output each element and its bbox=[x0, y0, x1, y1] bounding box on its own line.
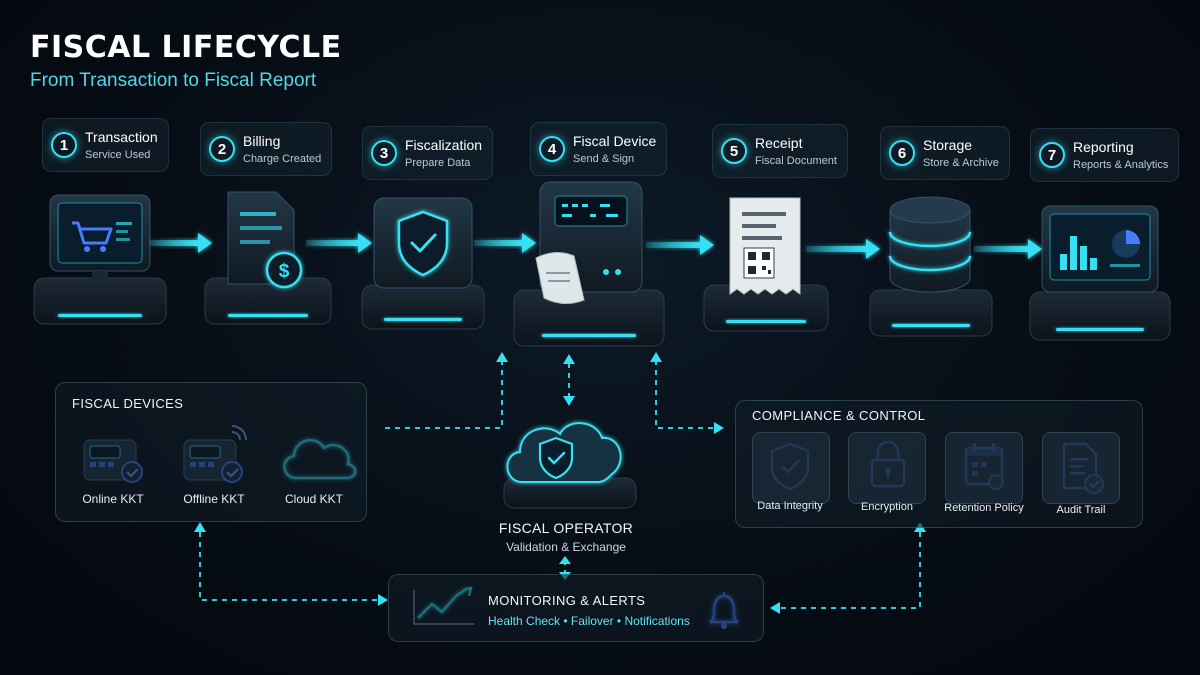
arrowhead-up-operator bbox=[563, 354, 575, 364]
monitoring-subtitle: Health Check • Failover • Notifications bbox=[488, 614, 690, 628]
step-6-label: 6 Storage Store & Archive bbox=[880, 126, 1010, 180]
step-subtitle: Fiscal Document bbox=[755, 155, 837, 167]
arrowhead-down-operator bbox=[563, 396, 575, 406]
step-number: 6 bbox=[889, 140, 915, 166]
fiscal-operator-subtitle: Validation & Exchange bbox=[506, 540, 626, 554]
connector-devices-to-monitoring bbox=[199, 532, 380, 601]
arrowhead-up-monitor-op bbox=[559, 556, 571, 564]
step-subtitle: Prepare Data bbox=[405, 157, 471, 169]
page-title: FISCAL LIFECYCLE bbox=[30, 30, 342, 65]
cloud-shield-icon bbox=[503, 422, 637, 509]
shield-check-icon bbox=[373, 197, 473, 289]
compliance-encryption: Encryption bbox=[861, 501, 913, 513]
step-number: 4 bbox=[539, 136, 565, 162]
step-subtitle: Store & Archive bbox=[923, 157, 999, 169]
step-subtitle: Send & Sign bbox=[573, 153, 635, 165]
pedestal-5 bbox=[703, 284, 829, 332]
step-name: Fiscalization bbox=[405, 137, 483, 153]
fiscal-printer-icon bbox=[535, 181, 643, 304]
compliance-audit-trail: Audit Trail bbox=[1056, 504, 1106, 516]
arrowhead-right-monitoring bbox=[378, 594, 388, 606]
arrowhead-left-monitoring bbox=[770, 602, 780, 614]
step-4-label: 4 Fiscal Device Send & Sign bbox=[530, 122, 668, 176]
arrowhead-up-devices bbox=[194, 522, 206, 532]
database-icon bbox=[888, 196, 972, 293]
compliance-tile-retention bbox=[945, 432, 1023, 504]
connector-devices-to-fiscal-device bbox=[385, 360, 503, 429]
step-name: Reporting bbox=[1073, 139, 1134, 155]
step-number: 7 bbox=[1039, 142, 1065, 168]
flow-arrow-3-4 bbox=[474, 233, 536, 253]
step-1-label: 1 Transaction Service Used bbox=[42, 118, 169, 172]
flow-arrow-4-5 bbox=[646, 235, 714, 255]
fiscal-devices-panel bbox=[55, 382, 367, 522]
device-offline-kkt: Offline KKT bbox=[183, 492, 245, 506]
pedestal-6 bbox=[869, 289, 993, 337]
connector-fiscal-device-to-compliance bbox=[655, 360, 716, 429]
step-subtitle: Charge Created bbox=[243, 153, 322, 165]
compliance-title: COMPLIANCE & CONTROL bbox=[752, 408, 926, 423]
arrowhead-up-right bbox=[650, 352, 662, 362]
step-7-label: 7 Reporting Reports & Analytics bbox=[1030, 128, 1180, 182]
step-number: 5 bbox=[721, 138, 747, 164]
step-name: Transaction bbox=[85, 129, 158, 145]
monitoring-panel bbox=[388, 574, 764, 642]
step-number: 2 bbox=[209, 136, 235, 162]
step-subtitle: Service Used bbox=[85, 149, 151, 161]
step-subtitle: Reports & Analytics bbox=[1073, 159, 1169, 171]
compliance-retention-policy: Retention Policy bbox=[944, 502, 1024, 514]
fiscal-devices-title: FISCAL DEVICES bbox=[72, 396, 184, 411]
pedestal-2 bbox=[204, 277, 332, 325]
flow-arrow-2-3 bbox=[306, 233, 372, 253]
compliance-tile-data-integrity bbox=[752, 432, 830, 504]
step-name: Storage bbox=[923, 137, 973, 153]
step-name: Receipt bbox=[755, 135, 803, 151]
arrowhead-up-left bbox=[496, 352, 508, 362]
step-number: 3 bbox=[371, 140, 397, 166]
pedestal-7 bbox=[1029, 291, 1171, 341]
page-subtitle: From Transaction to Fiscal Report bbox=[30, 70, 317, 91]
shopping-cart-monitor-icon bbox=[49, 194, 151, 279]
pedestal-1 bbox=[33, 277, 167, 325]
device-online-kkt: Online KKT bbox=[82, 492, 144, 506]
compliance-tile-audit-trail bbox=[1042, 432, 1120, 504]
arrowhead-right-compliance bbox=[714, 422, 724, 434]
dashboard-chart-icon bbox=[1041, 205, 1159, 293]
connector-compliance-to-monitoring bbox=[778, 532, 921, 609]
step-3-label: 3 Fiscalization Prepare Data bbox=[362, 126, 494, 180]
compliance-tile-encryption bbox=[848, 432, 926, 504]
receipt-qr-icon bbox=[729, 197, 801, 295]
pedestal-3 bbox=[361, 284, 485, 330]
monitoring-title: MONITORING & ALERTS bbox=[488, 593, 646, 608]
invoice-dollar-icon: $ bbox=[227, 191, 303, 289]
flow-arrow-1-2 bbox=[150, 233, 212, 253]
flow-arrow-6-7 bbox=[974, 239, 1042, 259]
flow-arrow-5-6 bbox=[806, 239, 880, 259]
step-5-label: 5 Receipt Fiscal Document bbox=[712, 124, 848, 178]
fiscal-operator-title: FISCAL OPERATOR bbox=[498, 520, 634, 536]
step-name: Billing bbox=[243, 133, 281, 149]
step-2-label: 2 Billing Charge Created bbox=[200, 122, 333, 176]
device-cloud-kkt: Cloud KKT bbox=[284, 492, 344, 506]
compliance-data-integrity: Data Integrity bbox=[757, 500, 823, 512]
step-number: 1 bbox=[51, 132, 77, 158]
svg-text:$: $ bbox=[279, 261, 290, 282]
step-name: Fiscal Device bbox=[573, 133, 657, 149]
pedestal-4 bbox=[513, 289, 665, 347]
